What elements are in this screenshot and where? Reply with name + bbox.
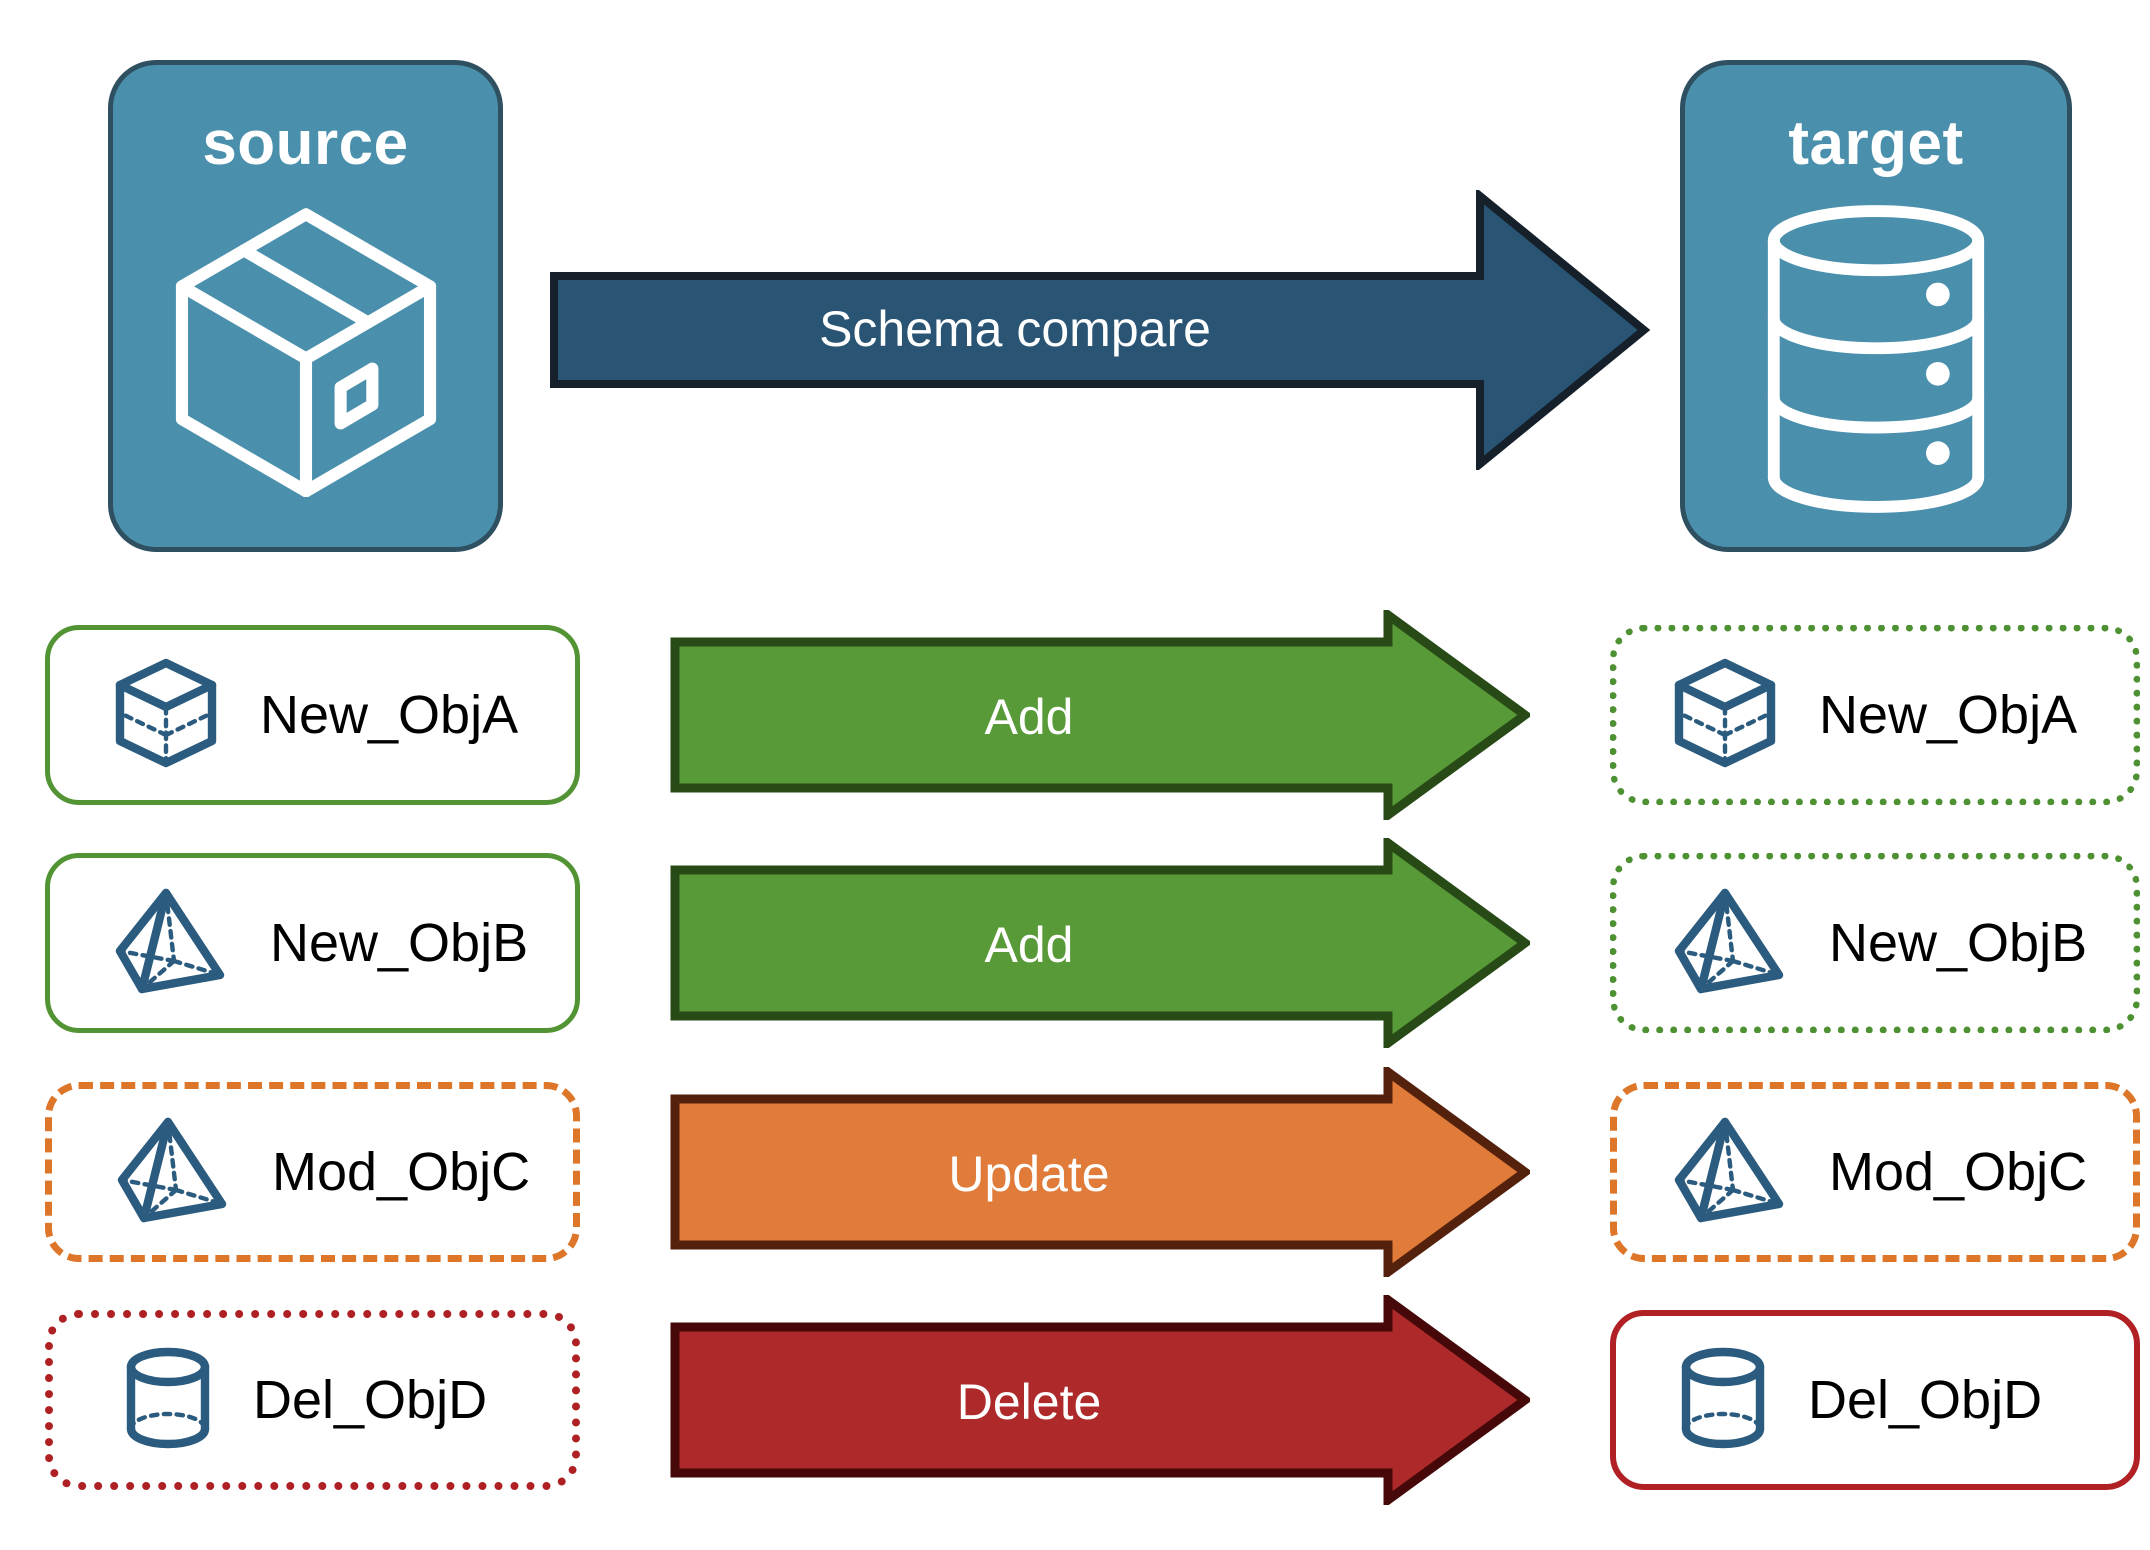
source-object-card-2[interactable]: Mod_ObjC bbox=[45, 1082, 580, 1262]
cube-wireframe-icon bbox=[1671, 657, 1779, 774]
action-arrow-label-2: Update bbox=[948, 1146, 1110, 1202]
endpoint-card-source[interactable]: source bbox=[108, 60, 503, 552]
target-object-label-3: Del_ObjD bbox=[1808, 1370, 2043, 1430]
action-arrow-label-3: Delete bbox=[956, 1374, 1102, 1430]
endpoint-title-source: source bbox=[202, 109, 409, 178]
action-arrow-0[interactable]: Add bbox=[670, 606, 1533, 824]
endpoint-title-target: target bbox=[1788, 109, 1964, 178]
cylinder-wireframe-icon bbox=[123, 1343, 213, 1458]
target-object-label-2: Mod_ObjC bbox=[1829, 1142, 2088, 1202]
package-box-icon bbox=[161, 197, 451, 502]
schema-compare-arrow-label: Schema compare bbox=[819, 301, 1211, 357]
target-object-card-0[interactable]: New_ObjA bbox=[1610, 625, 2140, 805]
action-arrow-label-1: Add bbox=[984, 917, 1074, 973]
source-object-card-3[interactable]: Del_ObjD bbox=[45, 1310, 580, 1490]
action-arrow-2[interactable]: Update bbox=[670, 1063, 1533, 1281]
source-object-label-2: Mod_ObjC bbox=[272, 1142, 531, 1202]
source-object-label-0: New_ObjA bbox=[260, 685, 519, 745]
pyramid-wireframe-icon bbox=[1671, 1114, 1789, 1231]
target-object-label-0: New_ObjA bbox=[1819, 685, 2078, 745]
source-object-label-1: New_ObjB bbox=[270, 913, 529, 973]
action-arrow-label-0: Add bbox=[984, 689, 1074, 745]
target-object-card-3[interactable]: Del_ObjD bbox=[1610, 1310, 2140, 1490]
pyramid-wireframe-icon bbox=[114, 1114, 232, 1231]
source-object-card-1[interactable]: New_ObjB bbox=[45, 853, 580, 1033]
endpoint-card-target[interactable]: target bbox=[1680, 60, 2072, 552]
source-object-label-3: Del_ObjD bbox=[253, 1370, 488, 1430]
target-object-label-1: New_ObjB bbox=[1829, 913, 2088, 973]
cube-wireframe-icon bbox=[112, 657, 220, 774]
schema-compare-arrow[interactable]: Schema compare bbox=[550, 187, 1651, 473]
pyramid-wireframe-icon bbox=[1671, 885, 1789, 1002]
source-object-card-0[interactable]: New_ObjA bbox=[45, 625, 580, 805]
database-cylinder-icon bbox=[1752, 203, 2000, 520]
pyramid-wireframe-icon bbox=[112, 885, 230, 1002]
action-arrow-1[interactable]: Add bbox=[670, 834, 1533, 1052]
cylinder-wireframe-icon bbox=[1678, 1343, 1768, 1458]
target-object-card-1[interactable]: New_ObjB bbox=[1610, 853, 2140, 1033]
action-arrow-3[interactable]: Delete bbox=[670, 1291, 1533, 1509]
target-object-card-2[interactable]: Mod_ObjC bbox=[1610, 1082, 2140, 1262]
